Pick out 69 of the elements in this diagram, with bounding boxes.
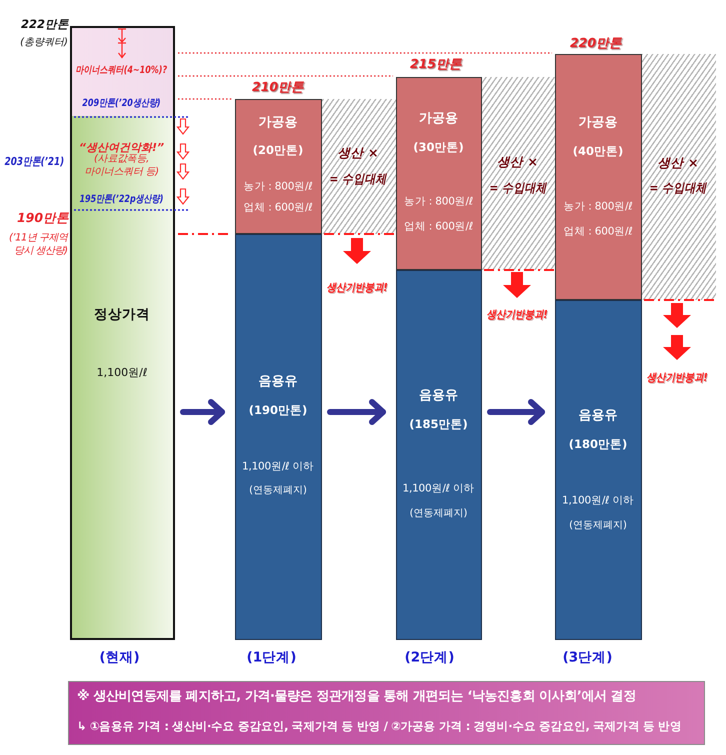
level-label: 195만톤(’22p생산량): [78, 194, 164, 206]
stage-label: (3단계): [562, 650, 614, 666]
price-label: 업체 : 600원/ℓ: [562, 225, 634, 239]
note-text: 생산 ×: [656, 155, 700, 171]
total-label: 210만톤: [250, 79, 306, 95]
bar-label: 음용유: [578, 408, 618, 424]
amount-label: (40만톤): [572, 144, 624, 158]
stage-label: (1단계): [246, 650, 298, 666]
bar-segment: [235, 234, 322, 640]
bar-label: 가공용: [258, 114, 298, 132]
note-text: (총량쿼터): [19, 36, 69, 50]
warning-text: 생산기반붕괴!: [326, 281, 389, 295]
price-label: 1,100원/ℓ 이하: [401, 482, 476, 496]
price-label: 1,100원/ℓ 이하: [560, 494, 636, 508]
note-text: = 수입대체: [648, 180, 708, 196]
note-text: 생산 ×: [336, 145, 380, 161]
price-label: 농가 : 800원/ℓ: [242, 180, 314, 194]
note-text: ↳ ①음용유 가격 : 생산비·수요 증감요인, 국제가격 등 반영 / ②가공용 가격 : 경영비·수요 증감요인, 국제가격 등 반영: [76, 718, 682, 734]
total-label: 220만톤: [568, 35, 624, 51]
note-text: = 수입대체: [488, 180, 548, 196]
level-label: 190만톤: [16, 210, 70, 226]
amount-label: (30만톤): [412, 140, 465, 154]
hatched-area: [642, 54, 716, 300]
note-text: (연동제폐지): [248, 484, 308, 498]
bar-segment: [396, 270, 482, 640]
price-label: 농가 : 800원/ℓ: [562, 200, 634, 214]
quota-label: 마이너스쿼터(4~10%)?: [74, 64, 168, 78]
bar-segment: [555, 300, 642, 640]
price-label: 업체 : 600원/ℓ: [403, 220, 474, 234]
level-label: 203만톤(’21): [4, 155, 66, 169]
note-text: (’11년 구제역 당시 생산량): [8, 232, 70, 258]
level-label: 222만톤: [20, 16, 70, 32]
note-text: (연동제폐지): [568, 520, 628, 532]
total-label: 215만톤: [408, 56, 464, 72]
bar-column: [70, 26, 175, 640]
arrow: [487, 399, 545, 425]
price-label: 업체 : 600원/ℓ: [242, 201, 314, 215]
note-text: = 수입대체: [328, 171, 388, 187]
note-text: (연동제폐지): [408, 508, 468, 520]
bar-segment: [555, 54, 642, 300]
amount-label: (20만톤): [252, 142, 304, 158]
bar-label: 음용유: [258, 374, 298, 390]
bar-segment: [235, 99, 322, 234]
warning-text: 생산기반붕괴!: [646, 371, 709, 385]
bar-segment: [396, 77, 482, 270]
hatched-area: [482, 77, 555, 270]
amount-label: (190만톤): [248, 402, 308, 418]
arrow: [180, 399, 225, 425]
stage-label: (현재): [98, 650, 141, 666]
level-label: 209만톤(’20생산량): [80, 98, 161, 110]
note-panel: [68, 681, 705, 745]
quota-band: [72, 28, 173, 116]
bar-label: 음용유: [418, 388, 459, 404]
price-label: 1,100원/ℓ 이하: [240, 460, 316, 474]
note-text: (사료값폭등, 마이너스쿼터 등): [83, 154, 160, 178]
note-text: ※ 생산비연동제를 폐지하고, 가격·물량은 정관개정을 통해 개편되는 ‘낙농진흥회 이사회’에서 결정: [76, 688, 637, 706]
warning-text: “생산여건악화!”: [78, 141, 166, 154]
price-label: 1,100원/ℓ: [96, 366, 148, 380]
bar-label: 가공용: [578, 114, 618, 132]
amount-label: (185만톤): [408, 416, 469, 432]
bar-label: 가공용: [418, 110, 459, 128]
note-text: 생산 ×: [496, 154, 539, 170]
stage-label: (2단계): [404, 650, 456, 666]
bar-label: 정상가격: [93, 306, 151, 324]
amount-label: (180만톤): [568, 436, 628, 452]
hatched-area: [322, 99, 396, 234]
price-label: 농가 : 800원/ℓ: [403, 195, 474, 209]
warning-text: 생산기반붕괴!: [486, 308, 549, 322]
arrow: [327, 399, 386, 425]
